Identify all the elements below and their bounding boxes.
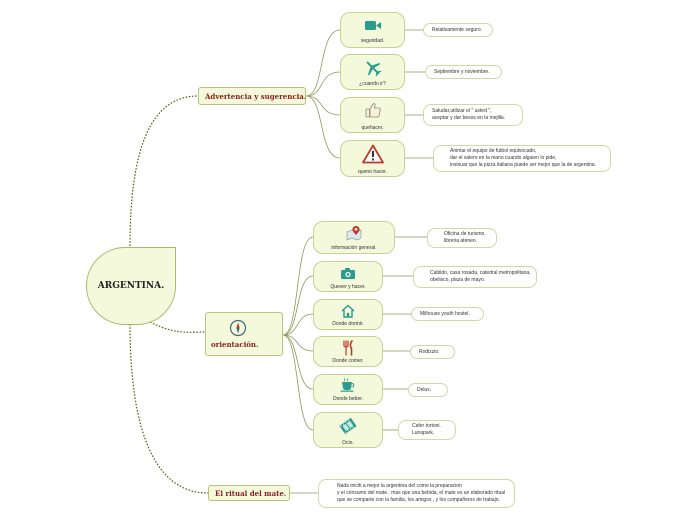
- note-ocio: Cafer tortoni . Lunapark.: [398, 420, 456, 440]
- topic-cuando-ir[interactable]: ¿cuando ir?: [340, 54, 405, 90]
- video-camera-icon: [364, 21, 381, 30]
- topic-informacion-general[interactable]: información general.: [313, 221, 395, 254]
- fork-knife-icon: [343, 340, 353, 356]
- link-root-orientacion: [149, 321, 206, 333]
- house-icon: [341, 304, 355, 318]
- note-informacion-general-line-2: libreria ateneo.: [444, 238, 478, 244]
- note-seguridad: Relativamente seguro.: [423, 23, 493, 37]
- note-seguridad-line: Relativamente seguro.: [432, 26, 483, 33]
- link-ori-comer: [282, 334, 314, 352]
- branch-mate-label: El ritual del mate.: [215, 488, 287, 498]
- note-donde-comer-line: Rodizzio.: [419, 348, 440, 355]
- note-quenohacer: Animar el equipo de futbol equivocado, d…: [433, 145, 611, 172]
- note-donde-dormir: Milhouse youth hostel.: [411, 307, 484, 321]
- topic-donde-dormir[interactable]: Donde dormir.: [313, 299, 383, 330]
- note-quever-hacer-line-2: obelisco, plaza de mayo.: [430, 277, 486, 283]
- branch-advertencia[interactable]: Advertencia y sugerencia.: [198, 87, 306, 105]
- note-quehacer-line-2: aceptar y dar besos en la mejilla.: [432, 115, 506, 121]
- note-quenohacer-line-3: insinuar que la pizza italiana puede ser…: [450, 162, 596, 168]
- topic-donde-beber[interactable]: Donde beber.: [313, 374, 383, 405]
- topic-cuando-ir-label: ¿cuando ir?: [359, 81, 386, 87]
- note-donde-comer: Rodizzio.: [410, 345, 455, 359]
- topic-donde-beber-label: Donde beber.: [332, 396, 364, 402]
- note-ocio-line-2: Lunapark.: [412, 430, 435, 436]
- note-quenohacer-line-2: dar el salero en la mano cuando alguien …: [450, 155, 557, 161]
- root-node[interactable]: ARGENTINA.: [86, 247, 176, 325]
- topic-seguridad-label: seguridad.: [360, 38, 385, 44]
- link-adv-cuando: [305, 71, 341, 97]
- link-root-mate: [129, 323, 209, 494]
- link-root-advertencia: [129, 95, 199, 247]
- topic-quehacer-label: quehacer.: [361, 125, 384, 131]
- note-informacion-general-line-1: Oficina de turismo.: [444, 231, 486, 237]
- note-mate: Nada iniciti a mejor la argentina del co…: [318, 479, 515, 508]
- note-quehacer: Saludar,utilizar el " usted ", aceptar y…: [423, 104, 523, 126]
- thumbs-up-icon: [365, 103, 381, 118]
- note-ocio-line-1: Cafer tortoni .: [412, 423, 443, 429]
- coffee-cup-icon: [340, 378, 355, 392]
- link-ori-dormir: [282, 313, 314, 336]
- topic-quenohacer[interactable]: queno hacer.: [340, 140, 405, 177]
- branch-links: [282, 29, 433, 494]
- root-links: [129, 95, 209, 494]
- topic-donde-dormir-label: Donde dormir.: [332, 321, 364, 327]
- note-informacion-general: Oficina de turismo. libreria ateneo.: [427, 228, 497, 248]
- topic-seguridad[interactable]: seguridad.: [340, 12, 405, 48]
- link-adv-quehacer: [305, 95, 341, 116]
- topic-donde-comer[interactable]: Donde comer.: [313, 336, 383, 367]
- note-quehacer-line-1: Saludar,utilizar el " usted ",: [432, 108, 492, 114]
- link-ori-beber: [282, 334, 314, 390]
- topic-informacion-general-label: información general.: [331, 245, 377, 251]
- camera-icon: [341, 268, 355, 279]
- note-donde-beber-line: Delux.: [417, 386, 432, 393]
- airplane-icon: [366, 61, 381, 77]
- topic-quever-hacer[interactable]: Quever y hacer.: [313, 261, 383, 292]
- note-mate-line-1: Nada iniciti a mejor la argentina del co…: [337, 483, 462, 489]
- note-cuando-ir-line: Septiembre y noviembre.: [434, 68, 490, 75]
- link-ori-ocio: [282, 334, 314, 431]
- link-adv-seguridad: [305, 29, 341, 97]
- branch-advertencia-label: Advertencia y sugerencia.: [205, 91, 307, 101]
- topic-ocio-label: Ocio.: [342, 440, 354, 446]
- film-icon: [339, 417, 357, 435]
- link-ori-quever: [282, 275, 314, 336]
- note-quenohacer-line-1: Animar el equipo de futbol equivocado,: [450, 148, 537, 154]
- note-donde-dormir-line: Milhouse youth hostel.: [420, 310, 470, 317]
- note-mate-line-2: y el consumo del mate.. mas que una bebi…: [337, 490, 506, 496]
- map-pin-icon: [346, 226, 362, 241]
- topic-quehacer[interactable]: quehacer.: [340, 97, 405, 133]
- branch-orientacion-label: orientación.: [211, 340, 259, 349]
- topic-donde-comer-label: Donde comer.: [332, 358, 364, 364]
- topic-ocio[interactable]: Ocio.: [313, 412, 383, 448]
- topic-quenohacer-label: queno hacer.: [358, 169, 387, 175]
- root-label: ARGENTINA.: [97, 281, 165, 291]
- note-mate-line-3: que se comparte con la familia, los amig…: [337, 497, 500, 503]
- compass-icon: [229, 319, 247, 337]
- branch-mate[interactable]: El ritual del mate.: [208, 485, 290, 501]
- link-ori-info: [282, 236, 314, 336]
- note-quever-hacer-line-1: Cabildo, casa rosada, catedral metropoli…: [430, 270, 531, 276]
- note-cuando-ir: Septiembre y noviembre.: [425, 65, 502, 79]
- warning-icon: [361, 144, 384, 164]
- topic-quever-hacer-label: Quever y hacer.: [330, 284, 366, 290]
- branch-orientacion[interactable]: orientación.: [205, 312, 283, 356]
- note-quever-hacer: Cabildo, casa rosada, catedral metropoli…: [413, 266, 537, 288]
- link-adv-quenohacer: [305, 95, 341, 159]
- note-donde-beber: Delux.: [408, 383, 448, 397]
